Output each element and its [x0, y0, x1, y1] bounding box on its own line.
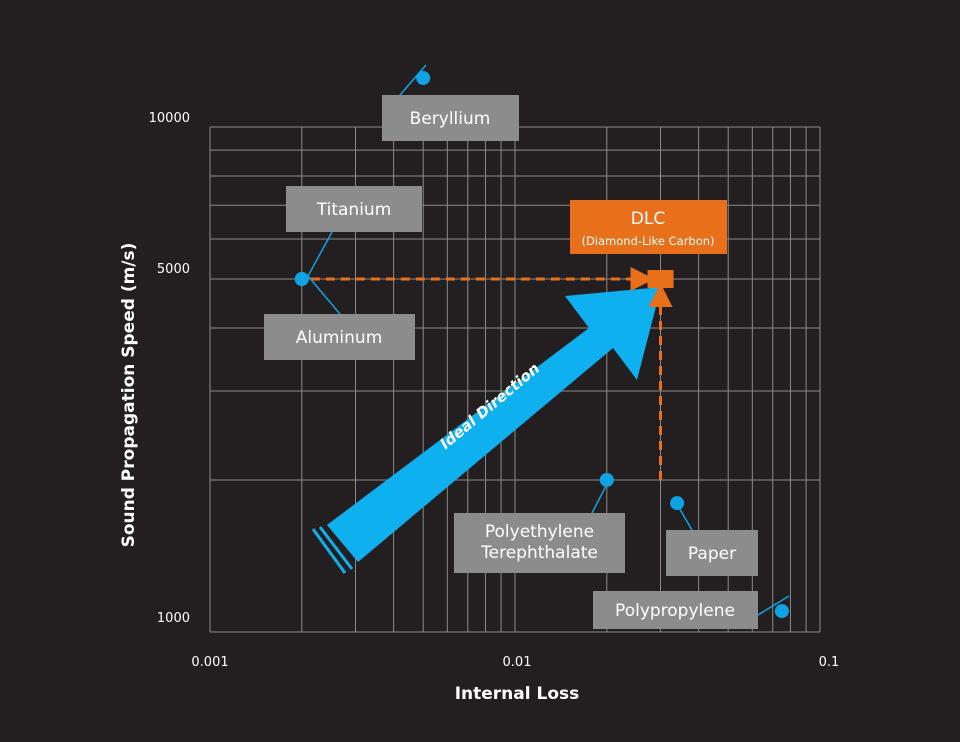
label-box — [264, 314, 415, 360]
label-box — [593, 591, 758, 629]
label-beryllium: Beryllium — [382, 95, 519, 141]
label-text: Paper — [688, 544, 736, 564]
leader-line — [591, 481, 609, 514]
data-point — [599, 472, 614, 487]
leader-line — [677, 505, 693, 531]
label-text: Polyethylene Terephthalate — [481, 522, 598, 563]
dlc-label: DLC (Diamond-Like Carbon) — [570, 200, 727, 254]
y-tick-label: 5000 — [157, 262, 190, 277]
ideal-direction-arrow-body — [327, 287, 661, 562]
label-polypropylene: Polypropylene — [593, 591, 758, 629]
arrow-tail-stripe — [311, 528, 347, 574]
x-axis-title: Internal Loss — [455, 684, 580, 704]
data-point — [774, 604, 789, 619]
label-aluminum: Aluminum — [264, 314, 415, 360]
label-pet: Polyethylene Terephthalate — [454, 513, 625, 573]
leader-line — [307, 231, 333, 277]
x-tick-label: 0.01 — [503, 655, 532, 670]
dlc-subtitle: (Diamond-Like Carbon) — [581, 234, 714, 248]
x-tick-label: 0.001 — [191, 655, 228, 670]
axis-ticks: 0.001 0.01 0.1 10000 5000 1000 — [149, 111, 840, 670]
label-text: Titanium — [316, 200, 392, 220]
leader-line — [757, 595, 790, 616]
data-point — [294, 272, 309, 287]
x-tick-label: 0.1 — [819, 655, 840, 670]
label-paper: Paper — [666, 530, 758, 576]
dlc-title: DLC — [631, 209, 665, 229]
y-tick-label: 10000 — [149, 111, 190, 126]
arrow-tail-stripe — [318, 526, 354, 570]
leader-lines — [307, 64, 790, 616]
label-text: Beryllium — [410, 109, 491, 129]
data-point — [670, 496, 685, 511]
label-box — [454, 513, 625, 573]
data-point — [416, 71, 431, 86]
label-titanium: Titanium — [286, 186, 422, 232]
dlc-label-box — [570, 200, 727, 254]
label-text: Polypropylene — [615, 601, 735, 621]
label-box — [382, 95, 519, 141]
label-text-wrap: Polyethylene Terephthalate — [481, 522, 598, 563]
leader-line — [399, 64, 427, 96]
label-text: Aluminum — [296, 328, 383, 348]
leader-line — [307, 275, 341, 315]
data-points — [294, 71, 789, 619]
label-box — [666, 530, 758, 576]
y-tick-label: 1000 — [157, 611, 190, 626]
dlc-marker — [647, 270, 674, 289]
label-box — [286, 186, 422, 232]
y-axis-title: Sound Propagation Speed (m/s) — [119, 243, 139, 548]
